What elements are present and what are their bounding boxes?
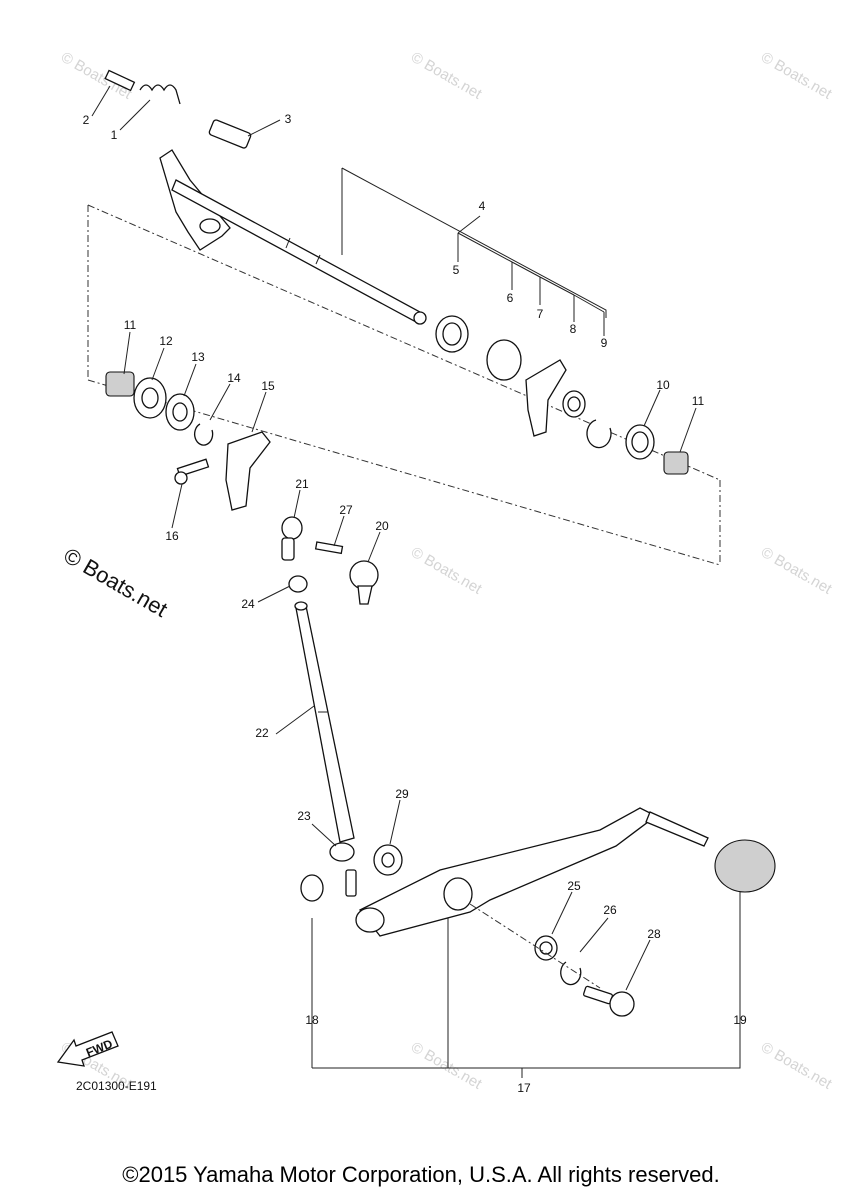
watermark: © Boats.net	[758, 544, 835, 598]
callout-26: 26	[603, 903, 617, 917]
callout-20: 20	[375, 519, 389, 533]
small-parts	[104, 69, 689, 605]
watermark: © Boats.net	[408, 1039, 485, 1093]
diagram-code: 2C01300-E191	[76, 1079, 157, 1093]
callout-8: 8	[570, 322, 577, 336]
callout-19: 19	[733, 1013, 747, 1027]
callout-17: 17	[517, 1081, 531, 1095]
callout-21: 21	[295, 477, 309, 491]
callout-14: 14	[227, 371, 241, 385]
callout-27: 27	[339, 503, 353, 517]
watermark: © Boats.net	[408, 544, 485, 598]
assembly-outline	[87, 167, 741, 1078]
copyright-notice: ©2015 Yamaha Motor Corporation, U.S.A. A…	[122, 1162, 720, 1187]
callout-16: 16	[165, 529, 179, 543]
callout-24: 24	[241, 597, 255, 611]
callout-13: 13	[191, 350, 205, 364]
leader-lines	[91, 85, 697, 991]
watermark: © Boats.net	[758, 1039, 835, 1093]
callout-5: 5	[453, 263, 460, 277]
callout-18: 18	[305, 1013, 319, 1027]
watermark: © Boats.net	[758, 49, 835, 103]
callout-11-left: 11	[124, 318, 137, 332]
fwd-label: FWD	[84, 1036, 115, 1059]
callout-3: 3	[285, 112, 292, 126]
callouts: 1 2 3 4 5 6 7 8 9 10 11 11 12 13 14 15 1…	[83, 112, 747, 1095]
callout-28: 28	[647, 927, 661, 941]
callout-6: 6	[507, 291, 514, 305]
callout-7: 7	[537, 307, 544, 321]
callout-9: 9	[601, 336, 608, 350]
callout-22: 22	[255, 726, 269, 740]
shift-pedal	[300, 807, 776, 1017]
watermark: © Boats.net	[408, 49, 485, 103]
callout-23: 23	[297, 809, 311, 823]
callout-15: 15	[261, 379, 275, 393]
callout-10: 10	[656, 378, 670, 392]
watermark: © Boats.net	[58, 49, 135, 103]
callout-29: 29	[395, 787, 409, 801]
callout-4: 4	[479, 199, 486, 213]
callout-2: 2	[83, 113, 90, 127]
shift-rod	[294, 601, 355, 862]
watermark-large: © Boats.net	[60, 543, 172, 622]
callout-1: 1	[111, 128, 118, 142]
callout-12: 12	[159, 334, 173, 348]
callout-11-right: 11	[692, 394, 705, 408]
shift-shaft	[159, 149, 427, 325]
callout-25: 25	[567, 879, 581, 893]
